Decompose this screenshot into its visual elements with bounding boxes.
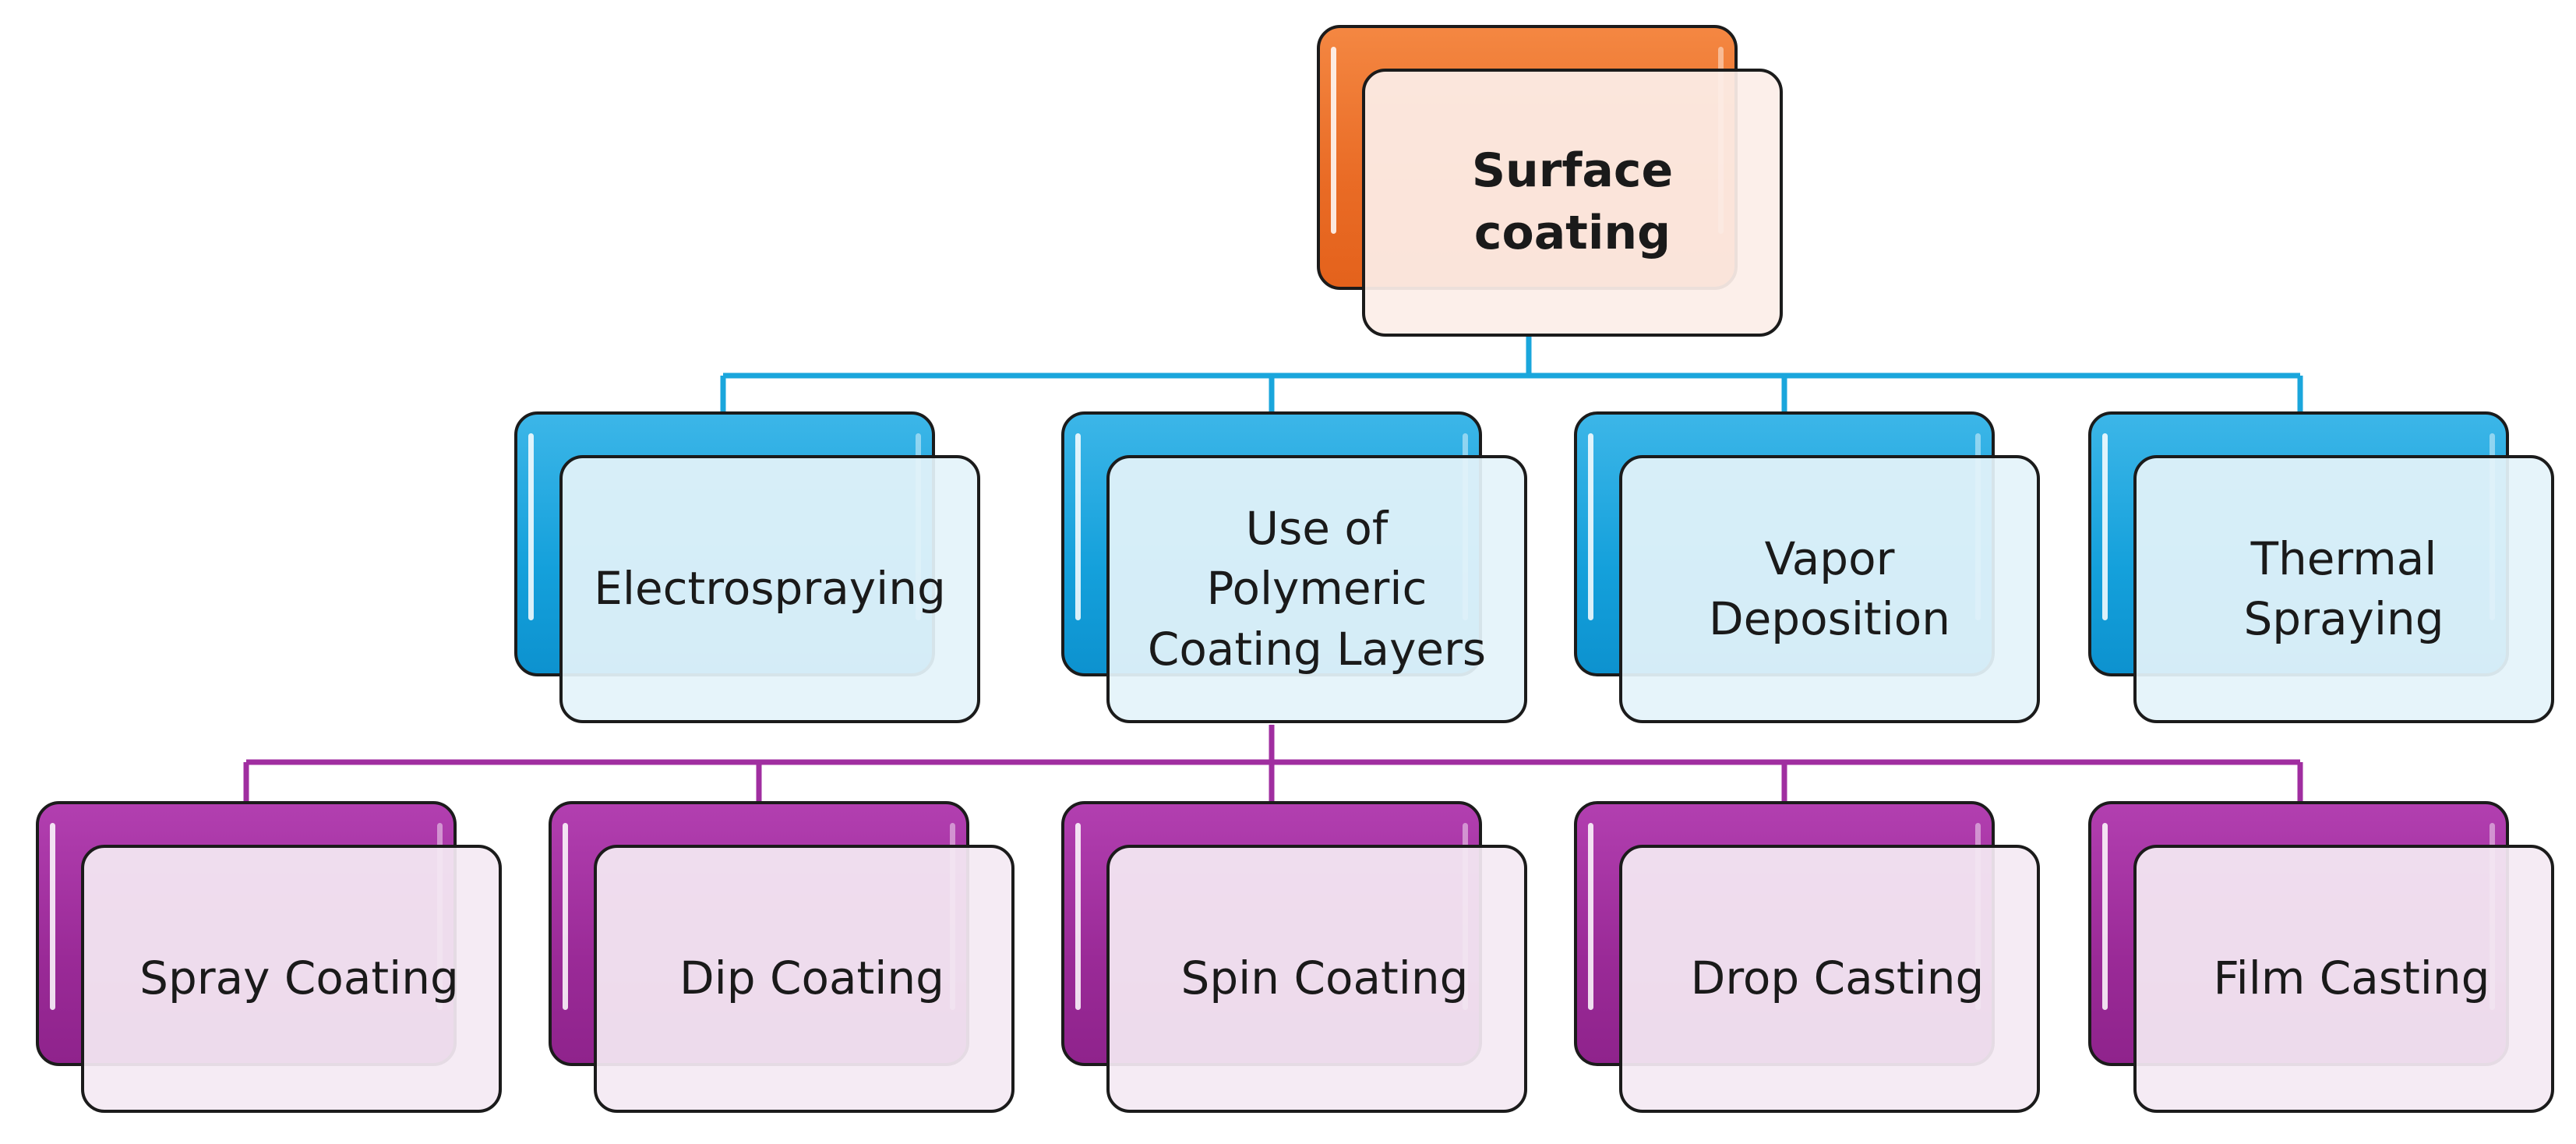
level2-connectors: [243, 725, 2303, 801]
node-front-card: Use of Polymeric Coating Layers: [1106, 455, 1527, 723]
node-label: Use of Polymeric Coating Layers: [1147, 502, 1487, 676]
node-front-card: Electrospraying: [559, 455, 980, 723]
node-label: Surface coating: [1471, 143, 1674, 260]
level1-connectors: [720, 335, 2303, 411]
node-label: Film Casting: [2213, 952, 2490, 1005]
node-label: Dip Coating: [679, 952, 944, 1005]
node-label: Spray Coating: [139, 952, 459, 1005]
node-front-card: Vapor Deposition: [1619, 455, 2040, 723]
node-label: Vapor Deposition: [1708, 531, 1951, 645]
node-front-card: Dip Coating: [594, 845, 1015, 1113]
node-front-card: Thermal Spraying: [2133, 455, 2554, 723]
node-label: Electrospraying: [594, 562, 946, 616]
node-label: Thermal Spraying: [2243, 531, 2444, 645]
node-label: Drop Casting: [1690, 952, 1985, 1005]
node-front-card: Spray Coating: [81, 845, 502, 1113]
node-front-card: Surface coating: [1362, 69, 1783, 337]
node-front-card: Spin Coating: [1106, 845, 1527, 1113]
node-label: Spin Coating: [1180, 952, 1469, 1005]
node-front-card: Drop Casting: [1619, 845, 2040, 1113]
node-front-card: Film Casting: [2133, 845, 2554, 1113]
